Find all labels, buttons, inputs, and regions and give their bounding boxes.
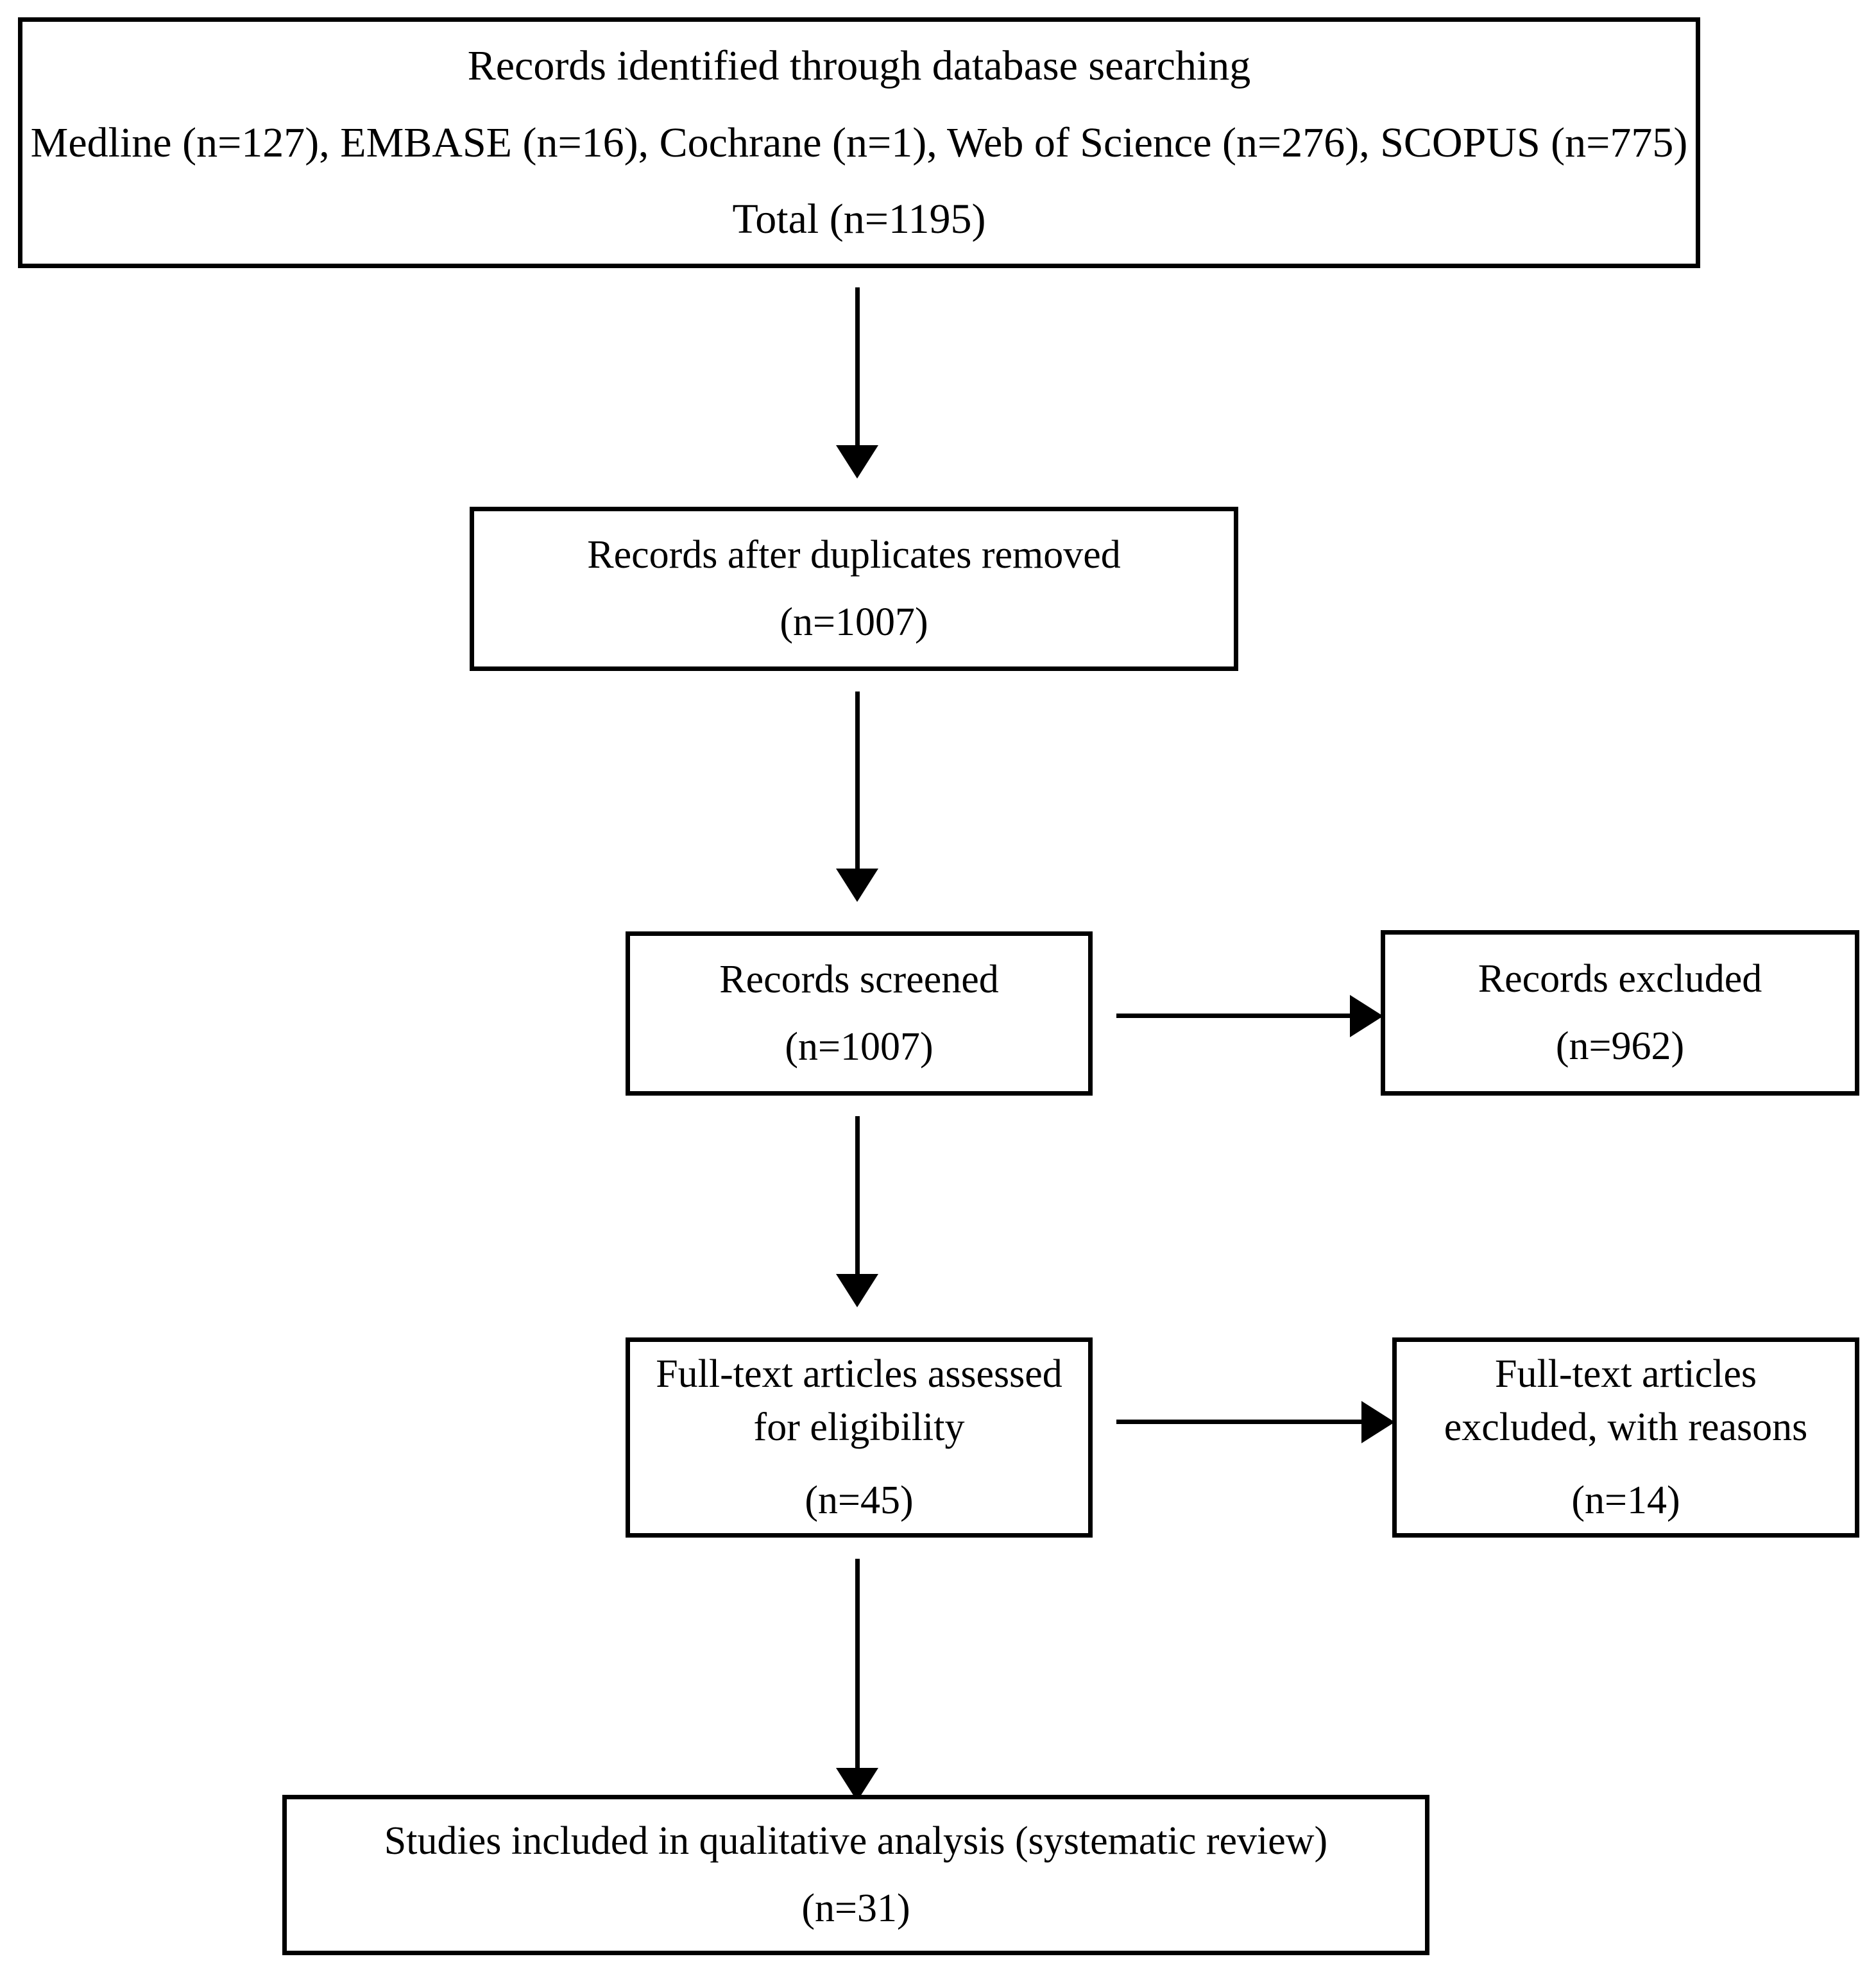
- records-excluded-count: (n=962): [1555, 1024, 1685, 1068]
- duplicates-removed-count: (n=1007): [780, 600, 928, 644]
- records-excluded-title: Records excluded: [1478, 956, 1762, 1001]
- arrowhead-down-icon: [836, 445, 878, 479]
- connector-screened-to-fulltext: [855, 1116, 860, 1277]
- node-records-after-duplicates-removed: Records after duplicates removed (n=1007…: [470, 507, 1238, 671]
- arrowhead-down-icon: [836, 869, 878, 902]
- records-identified-sources: Medline (n=127), EMBASE (n=16), Cochrane…: [30, 119, 1688, 166]
- records-screened-title: Records screened: [719, 957, 999, 1001]
- node-full-text-articles-excluded: Full-text articles excluded, with reason…: [1392, 1337, 1859, 1538]
- connector-fulltext-to-included: [855, 1559, 860, 1770]
- node-records-identified: Records identified through database sear…: [18, 17, 1700, 268]
- studies-included-count: (n=31): [801, 1887, 910, 1930]
- fulltext-excluded-count: (n=14): [1571, 1478, 1680, 1522]
- arrowhead-right-icon: [1361, 1401, 1395, 1443]
- fulltext-assessed-title-line1: Full-text articles assessed: [656, 1352, 1062, 1396]
- records-identified-title: Records identified through database sear…: [467, 42, 1251, 89]
- node-records-screened: Records screened (n=1007): [626, 931, 1093, 1096]
- fulltext-excluded-title-line1: Full-text articles: [1494, 1352, 1757, 1396]
- records-identified-total: Total (n=1195): [732, 196, 986, 243]
- fulltext-excluded-title-line2: excluded, with reasons: [1444, 1405, 1808, 1450]
- node-studies-included: Studies included in qualitative analysis…: [282, 1795, 1429, 1955]
- duplicates-removed-title: Records after duplicates removed: [587, 532, 1121, 577]
- connector-screened-to-excluded: [1116, 1014, 1354, 1018]
- arrowhead-right-icon: [1350, 995, 1383, 1037]
- connector-fulltext-to-fulltext-excluded: [1116, 1420, 1365, 1424]
- studies-included-title: Studies included in qualitative analysis…: [384, 1819, 1328, 1863]
- arrowhead-down-icon: [836, 1274, 878, 1307]
- connector-duplicates-to-screened: [855, 692, 860, 871]
- node-records-excluded: Records excluded (n=962): [1381, 930, 1859, 1096]
- records-screened-count: (n=1007): [785, 1025, 934, 1069]
- node-full-text-articles-assessed: Full-text articles assessed for eligibil…: [626, 1337, 1093, 1538]
- connector-identified-to-duplicates: [855, 287, 860, 448]
- fulltext-assessed-title-line2: for eligibility: [753, 1405, 965, 1450]
- fulltext-assessed-count: (n=45): [805, 1478, 914, 1522]
